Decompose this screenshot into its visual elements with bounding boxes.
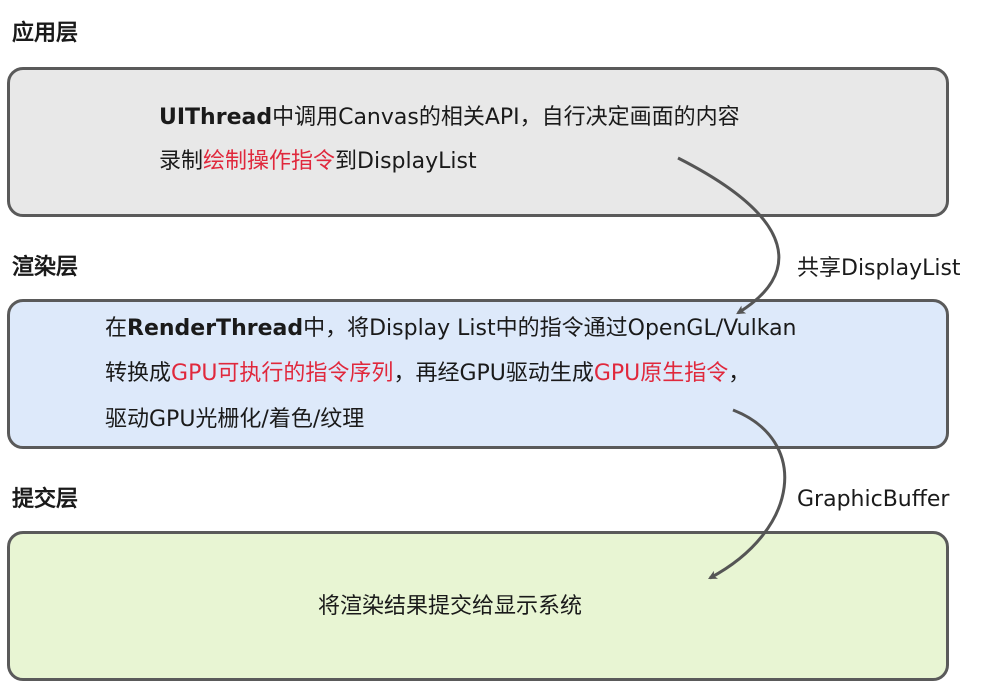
graphicbuffer-label: GraphicBuffer [797, 487, 950, 512]
submit-layer-text: 将渲染结果提交给显示系统 [318, 594, 583, 619]
render-line-2-mid: ，再经GPU驱动生成 [393, 361, 594, 386]
shared-displaylist-label: 共享DisplayList [797, 256, 961, 281]
renderthread-label: RenderThread [127, 316, 304, 341]
render-line-2-post: ， [728, 361, 751, 386]
submit-layer-title: 提交层 [12, 487, 79, 512]
arrow-app-to-render [677, 156, 781, 315]
arrow-render-to-submit [708, 408, 787, 580]
draw-ops-highlight: 绘制操作指令 [203, 149, 336, 174]
render-layer-line-1: 在RenderThread中，将Display List中的指令通过OpenGL… [105, 318, 797, 340]
render-layer-title: 渲染层 [12, 255, 79, 280]
gpu-native-highlight: GPU原生指令 [593, 361, 729, 386]
render-line-1-pre: 在 [105, 316, 128, 341]
submit-layer-box [7, 531, 949, 681]
render-line-1-post: 中，将Display List中的指令通过OpenGL/Vulkan [303, 316, 797, 341]
app-layer-box [7, 67, 949, 217]
app-line-1-text: 中调用Canvas的相关API，自行决定画面的内容 [272, 105, 740, 130]
app-layer-line-1: UIThread中调用Canvas的相关API，自行决定画面的内容 [159, 107, 740, 129]
render-line-2-pre: 转换成 [105, 361, 172, 386]
app-layer-title: 应用层 [12, 21, 79, 46]
app-line-2-post: 到DisplayList [335, 149, 477, 174]
app-line-2-pre: 录制 [159, 149, 204, 174]
render-layer-box [7, 299, 949, 449]
gpu-executable-highlight: GPU可执行的指令序列 [171, 361, 394, 386]
render-layer-line-3: 驱动GPU光栅化/着色/纹理 [105, 407, 365, 432]
uithread-label: UIThread [159, 105, 273, 130]
render-layer-line-2: 转换成GPU可执行的指令序列，再经GPU驱动生成GPU原生指令， [105, 363, 750, 385]
app-layer-line-2: 录制绘制操作指令到DisplayList [159, 151, 477, 173]
